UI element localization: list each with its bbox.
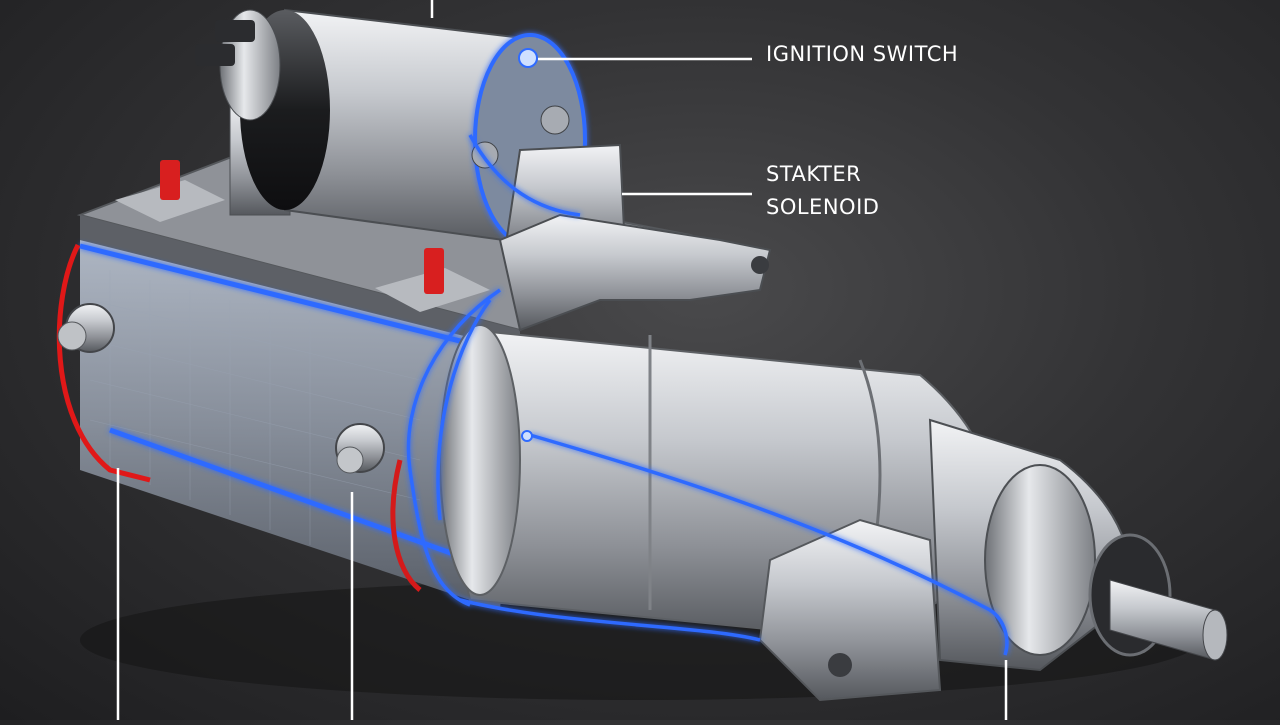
- ignition-switch-label: IGNITION SWITCH: [766, 38, 958, 71]
- red-end-cap-middle: [390, 459, 422, 592]
- wire-connector-dot: [521, 430, 533, 442]
- hex-bolt-left: [57, 303, 115, 353]
- starter-solenoid-body: [219, 8, 587, 247]
- bracket-bolt-hole: [828, 653, 852, 677]
- top-plate-edge: [80, 215, 520, 352]
- red-terminal-rear: [115, 160, 225, 222]
- starter-solenoid-text-line2: SOLENOID: [766, 195, 880, 219]
- red-end-cap-left: [56, 243, 151, 483]
- ignition-switch-text: IGNITION SWITCH: [766, 42, 959, 66]
- solenoid-rear-terminals: [195, 20, 255, 66]
- shift-lever-linkage: [498, 213, 772, 332]
- solenoid-terminal-bolt-1: [540, 105, 570, 135]
- blue-rim-bottom: [109, 427, 471, 563]
- hex-bolt-middle: [335, 423, 385, 474]
- nose-cone: [984, 464, 1096, 656]
- motor-end-ring: [439, 324, 521, 596]
- red-terminal-front: [375, 248, 490, 312]
- output-shaft: [1109, 579, 1228, 661]
- solenoid-top-terminal: [518, 48, 538, 68]
- starter-solenoid-label: STAKTER SOLENOID: [766, 158, 879, 224]
- starter-solenoid-text-line1: STAKTER: [766, 162, 862, 186]
- callout-leader-lines: [116, 0, 1008, 720]
- blue-wiring: [406, 134, 1009, 656]
- linkage-pivot: [751, 256, 769, 274]
